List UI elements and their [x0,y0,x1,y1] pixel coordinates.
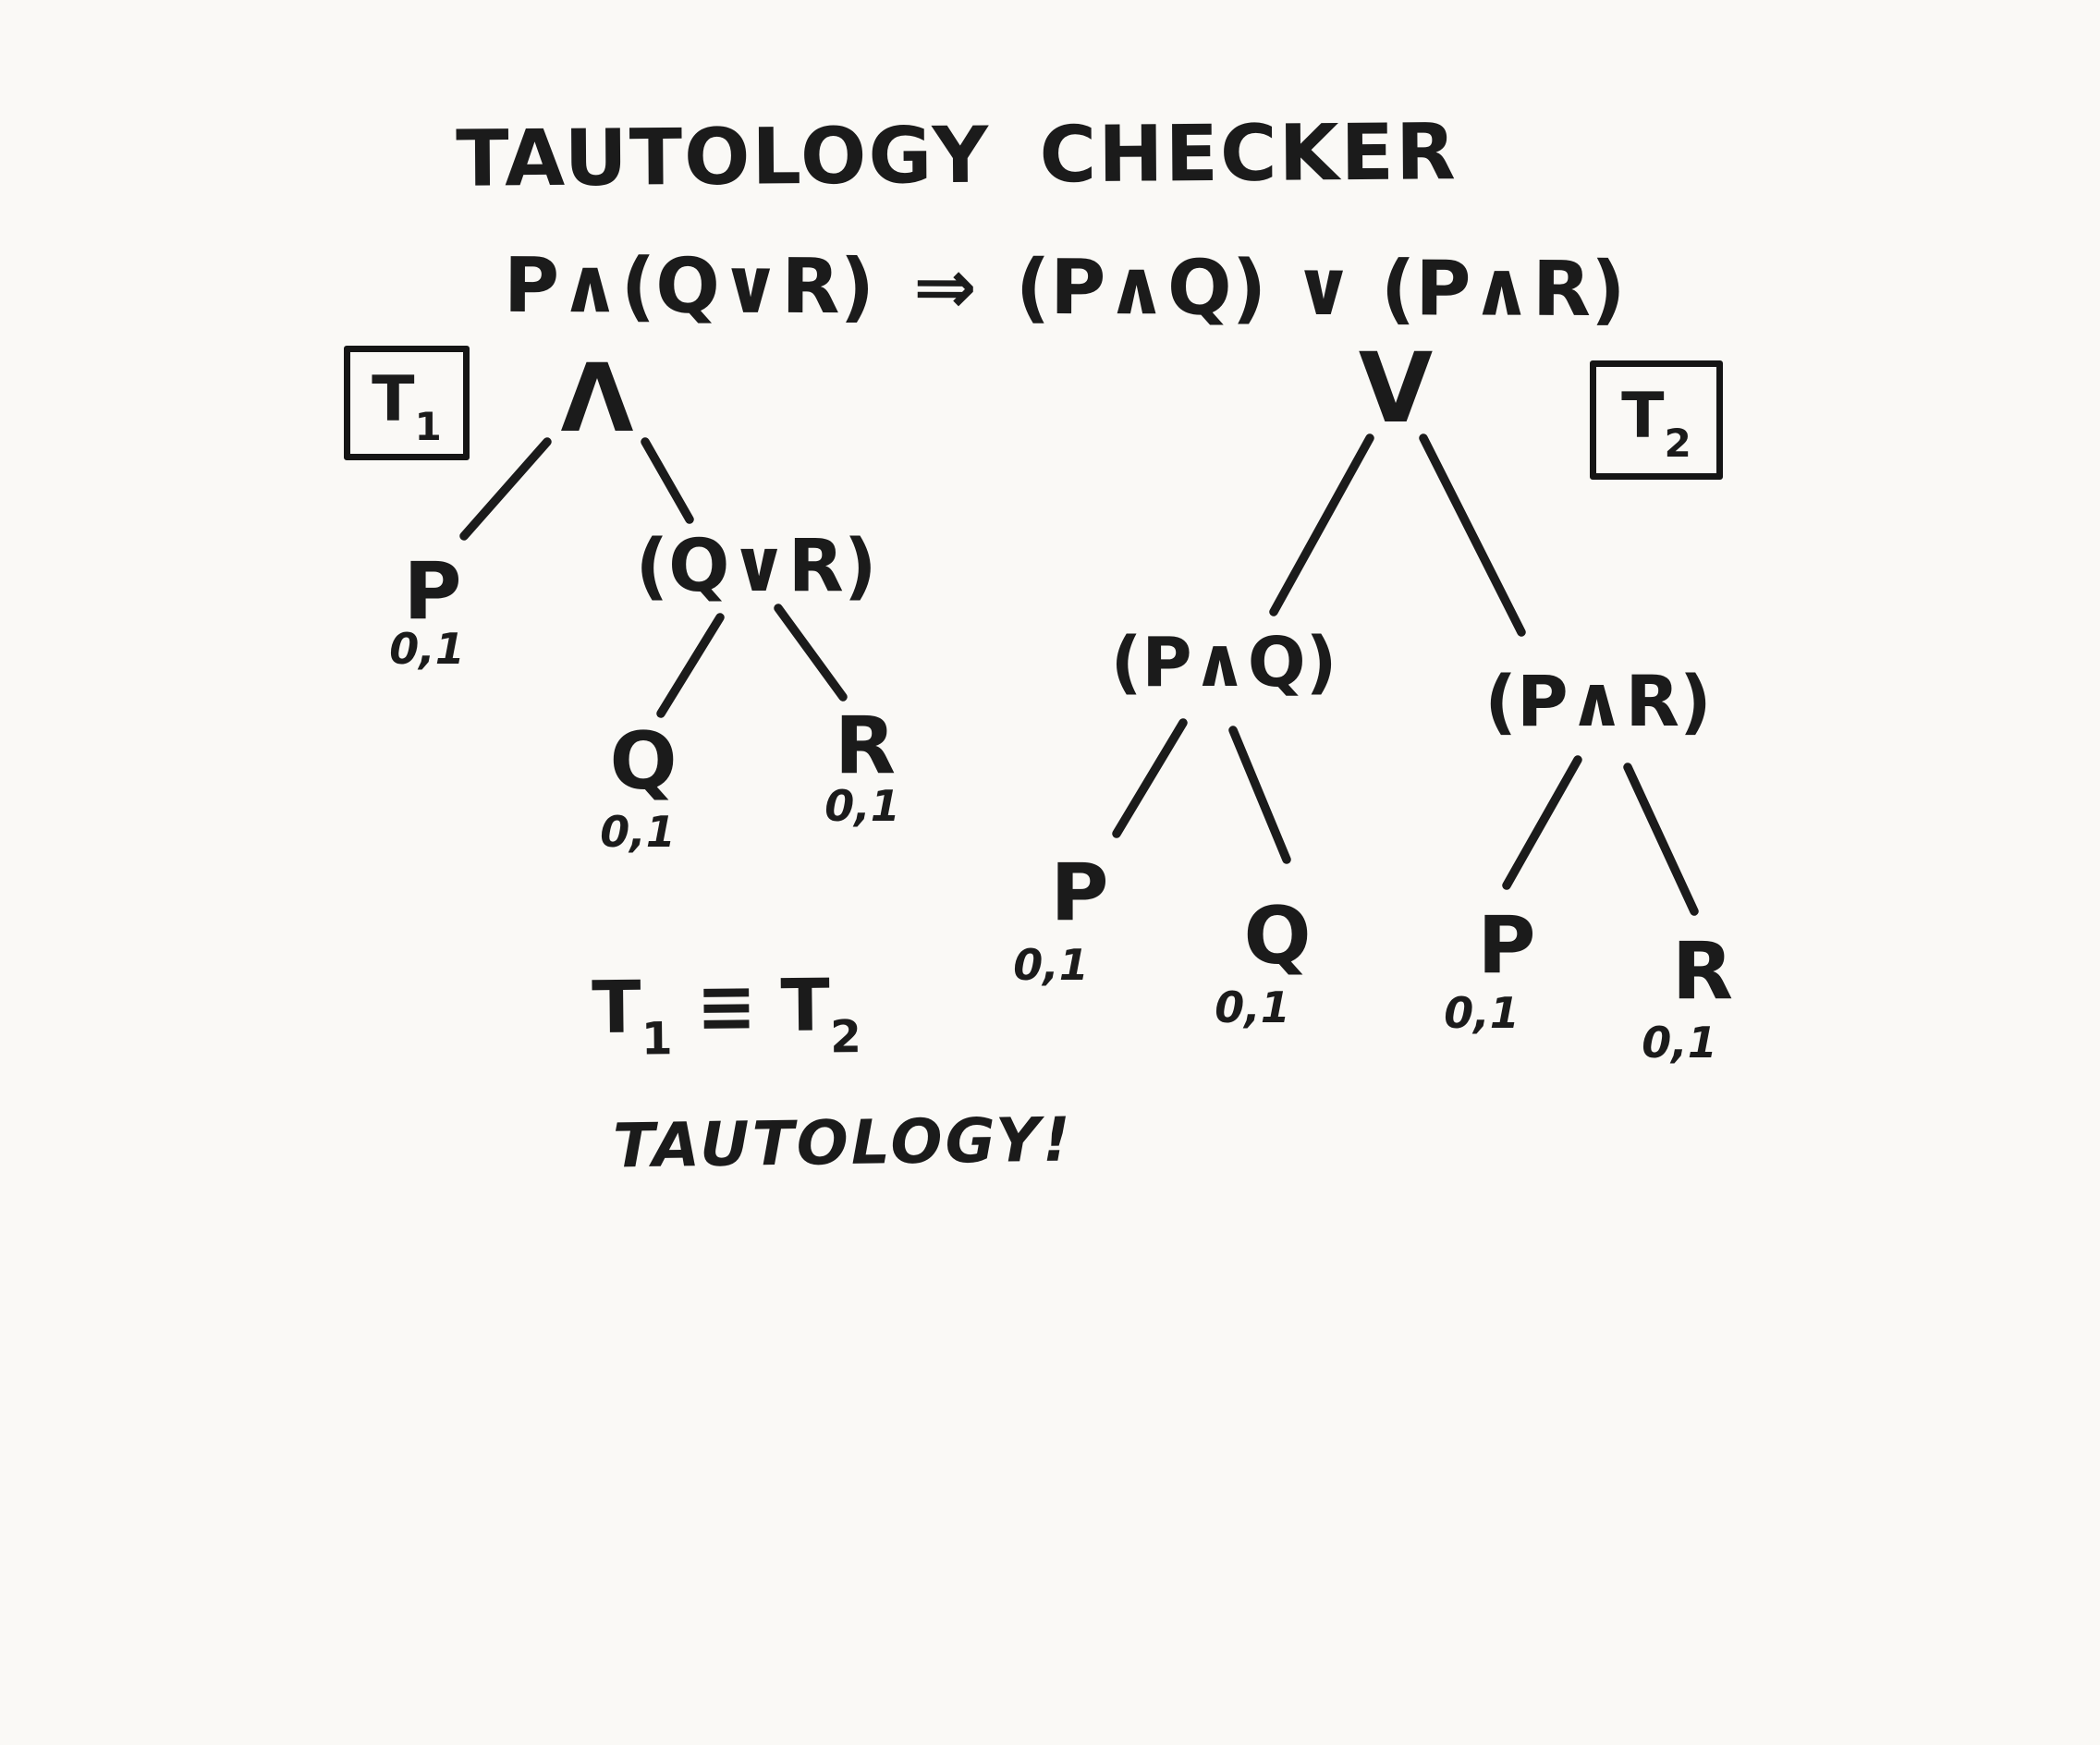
t2-edge-root-par [1419,433,1526,637]
implies-arrow-icon: ⇒ [912,243,977,332]
equivalent-icon: ≡ [695,965,758,1049]
tree2-label: T2 [1621,385,1691,463]
tree1-label-box: T1 [344,346,470,460]
t1-edge-root-p [459,437,552,541]
t2-edge-par-p [1502,755,1582,890]
equivalence-statement: T1≡T2 [592,964,861,1065]
equiv-right-sub: 2 [829,1011,862,1064]
t1-internal-qvr-node: (Q∨R) [635,525,877,608]
t2-root-or-node: V [1358,332,1434,445]
equiv-left: T1 [591,966,673,1066]
t1-leaf-q: Q [609,715,678,808]
tree2-label-sub: 2 [1664,421,1691,467]
verdict-text: TAUTOLOGY! [612,1104,1074,1182]
t1-edge-qvr-q [656,613,725,718]
t1-leaf-q-values: 0,1 [600,807,676,857]
tree1-label: T1 [372,368,442,445]
t2-edge-root-paq [1269,433,1374,616]
t2-edge-paq-q [1228,726,1291,864]
t2-internal-par-node: (P∧R) [1484,660,1712,742]
t2-leaf-p1-values: 0,1 [1013,940,1089,990]
formula: P∧(Q∨R) ⇒ (P∧Q) ∨ (P∧R) [503,241,1626,335]
t2-leaf-r-values: 0,1 [1642,1018,1717,1068]
t2-leaf-p1: P [1050,847,1109,939]
t1-edge-qvr-r [774,604,848,702]
t2-leaf-p2-values: 0,1 [1444,988,1520,1038]
t2-edge-par-r [1623,763,1699,916]
equiv-right-main: T [780,964,831,1048]
t1-leaf-r-values: 0,1 [824,781,900,831]
tree2-label-box: T2 [1590,360,1723,480]
equiv-left-sub: 1 [641,1013,673,1066]
t1-root-and-node: Λ [560,344,634,454]
formula-rhs: (P∧Q) ∨ (P∧R) [1015,243,1626,335]
t2-leaf-p2: P [1477,899,1536,992]
equiv-left-main: T [591,966,642,1051]
t2-leaf-r: R [1671,925,1734,1018]
t2-leaf-q: Q [1243,890,1312,982]
t1-edge-root-qvr [641,437,694,524]
tree1-label-sub: 1 [414,403,442,449]
t2-edge-paq-p [1112,718,1188,838]
t1-leaf-r: R [834,700,897,792]
t1-leaf-p: P [403,545,462,638]
tree1-label-main: T [372,362,415,436]
t2-leaf-q-values: 0,1 [1215,982,1290,1032]
t2-internal-paq-node: (P∧Q) [1110,623,1337,702]
tree2-label-main: T [1621,380,1665,454]
equiv-right: T2 [780,964,861,1063]
page-title: TAUTOLOGY CHECKER [455,106,1459,204]
t1-leaf-p-values: 0,1 [389,624,465,674]
formula-lhs: P∧(Q∨R) [503,241,875,332]
